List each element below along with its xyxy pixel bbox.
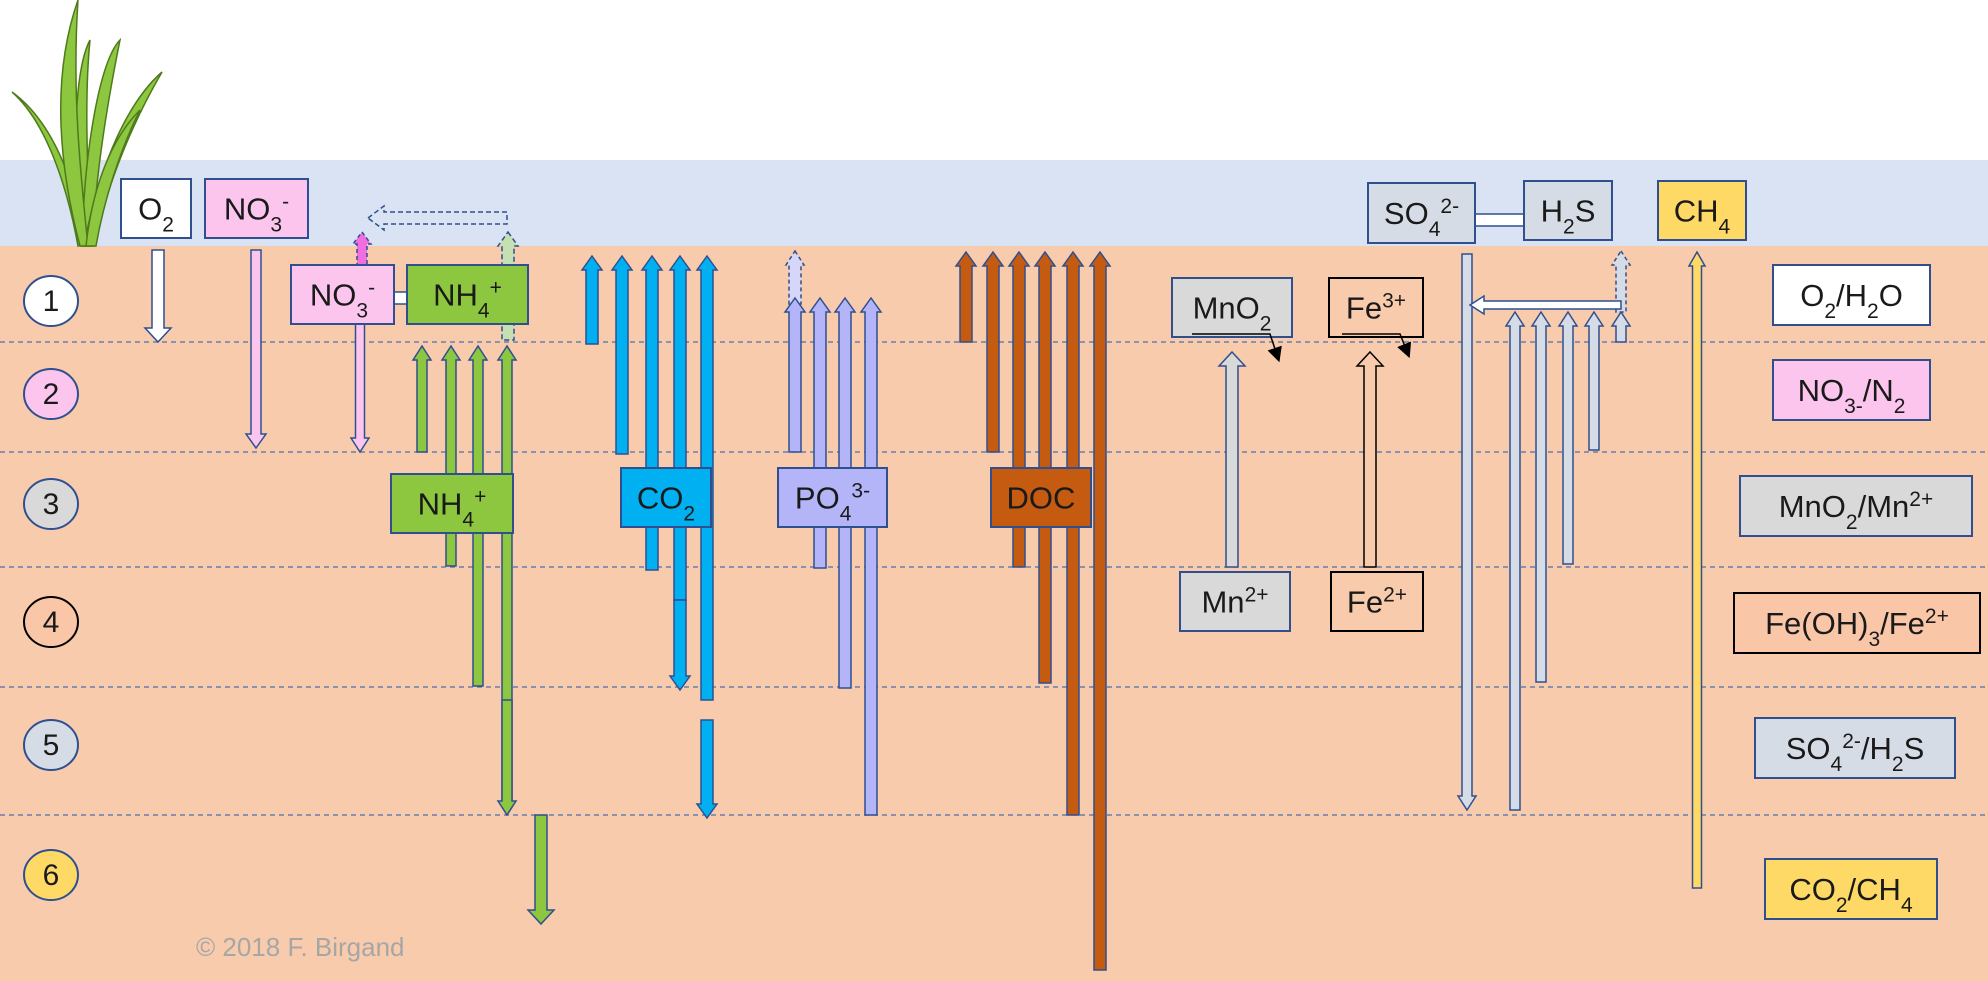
redox-pair-label-6: CO2/CH4	[1789, 872, 1913, 917]
species-doc-source: DOC	[990, 467, 1092, 528]
redox-pair-label-1: O2/H2O	[1800, 278, 1903, 323]
co2-up-arrow-14	[580, 254, 604, 345]
o2-diffusion-arrow-1	[143, 249, 173, 344]
nh4-up-arrow-8	[411, 344, 433, 453]
species-label-ch4-top: CH4	[1674, 194, 1731, 239]
no3-diffusion-arrow-2	[244, 249, 268, 450]
h2s-efflux-arrow-40	[1610, 249, 1632, 313]
species-label-o2-top: O2	[138, 192, 174, 237]
species-nh4-zone1: NH4+	[406, 264, 529, 325]
redox-pair-label-3: MnO2/Mn2+	[1779, 488, 1934, 534]
nh4-deep-down-arrow-13	[526, 814, 556, 926]
mn-up-arrow-32	[1217, 350, 1247, 568]
so4-down-arrow-34	[1456, 253, 1478, 812]
redox-pair-label-4: Fe(OH)3/Fe2+	[1765, 605, 1949, 651]
species-o2-top: O2	[120, 178, 192, 239]
species-label-mno2: MnO2	[1193, 291, 1272, 336]
h2s-up-arrow-38	[1583, 310, 1605, 451]
zone-circle-3: 3	[23, 478, 79, 530]
zone-number-5: 5	[43, 729, 60, 762]
species-label-nh4-zone1: NH4+	[433, 276, 502, 322]
species-co2-source: CO2	[620, 467, 712, 528]
species-label-doc-source: DOC	[1007, 481, 1076, 516]
zone-number-circles: 1 2 3 4 5 6	[23, 275, 79, 901]
species-label-co2-source: CO2	[637, 481, 695, 526]
zone-number-4: 4	[43, 606, 60, 639]
species-label-fe3: Fe3+	[1346, 289, 1406, 326]
fe3-hook-arrow	[1342, 333, 1412, 359]
zone-number-6: 6	[43, 859, 60, 892]
zone-circle-1: 1	[23, 275, 79, 327]
redox-pair-label-5: SO42-/H2S	[1786, 730, 1925, 776]
species-label-nh4-source: NH4+	[418, 485, 487, 531]
h2s-up-arrow-37	[1557, 310, 1579, 565]
species-fe3: Fe3+	[1328, 277, 1424, 338]
redox-pair-4: Fe(OH)3/Fe2+	[1733, 592, 1981, 654]
zone-number-1: 1	[43, 285, 60, 318]
reduction-hook-arrows	[1192, 333, 1412, 363]
zone-circle-6: 6	[23, 849, 79, 901]
redox-pair-1: O2/H2O	[1772, 264, 1931, 326]
doc-up-arrow-31	[1088, 250, 1112, 971]
species-label-mn2: Mn2+	[1201, 583, 1268, 620]
plant-grass-icon	[11, 0, 163, 248]
nh4-down-arrow-12	[496, 699, 518, 817]
species-mn2: Mn2+	[1179, 571, 1291, 632]
ch4-up-arrow-43	[1687, 250, 1707, 889]
redox-pair-2: NO3-/N2	[1772, 359, 1931, 421]
species-no3-top: NO3-	[204, 178, 309, 239]
fe-up-arrow-33	[1355, 350, 1385, 568]
h2s-up-arrow-36	[1530, 310, 1552, 683]
zone-circle-5: 5	[23, 719, 79, 771]
co2-down-arrow-19	[668, 599, 692, 692]
species-so4-top: SO42-	[1367, 182, 1476, 244]
zone-circle-2: 2	[23, 368, 79, 420]
h2s-up-arrow-35	[1504, 310, 1526, 811]
species-label-so4-top: SO42-	[1384, 195, 1459, 241]
doc-up-arrow-30	[1061, 250, 1085, 816]
po4-up-arrow-25	[859, 296, 883, 816]
species-fe2: Fe2+	[1330, 571, 1424, 632]
redox-pair-label-2: NO3-/N2	[1798, 373, 1906, 418]
redox-pair-3: MnO2/Mn2+	[1739, 475, 1973, 537]
species-label-no3-zone1: NO3-	[310, 276, 375, 322]
h2s-up-arrow-39	[1610, 310, 1632, 343]
water-column	[0, 160, 1988, 246]
species-ch4-top: CH4	[1657, 180, 1747, 241]
co2-down-arrow-20	[695, 719, 719, 820]
nh4-release-arrow-5	[366, 204, 508, 232]
co2-up-arrow-15	[610, 254, 634, 455]
species-label-po4-source: PO43-	[795, 479, 870, 525]
copyright-text: © 2018 F. Birgand	[196, 932, 405, 962]
species-label-no3-top: NO3-	[224, 190, 289, 236]
species-label-h2s-top: H2S	[1541, 194, 1596, 239]
mno2-hook-arrow	[1192, 333, 1282, 363]
zone-number-2: 2	[43, 378, 60, 411]
species-no3-zone1: NO3-	[290, 264, 395, 325]
species-nh4-source: NH4+	[390, 473, 514, 534]
species-label-fe2: Fe2+	[1347, 583, 1407, 620]
species-mno2: MnO2	[1171, 277, 1293, 338]
redox-pair-5: SO42-/H2S	[1754, 717, 1956, 779]
zone-number-3: 3	[43, 488, 60, 521]
species-h2s-top: H2S	[1523, 180, 1613, 241]
po4-up-arrow-22	[783, 296, 807, 453]
doc-up-arrow-26	[954, 250, 978, 343]
h2s-oxidation-arrow-41	[1468, 294, 1622, 316]
doc-up-arrow-27	[981, 250, 1005, 453]
species-po4-source: PO43-	[777, 467, 888, 528]
zone-circle-4: 4	[23, 596, 79, 648]
redox-pair-6: CO2/CH4	[1764, 858, 1938, 920]
